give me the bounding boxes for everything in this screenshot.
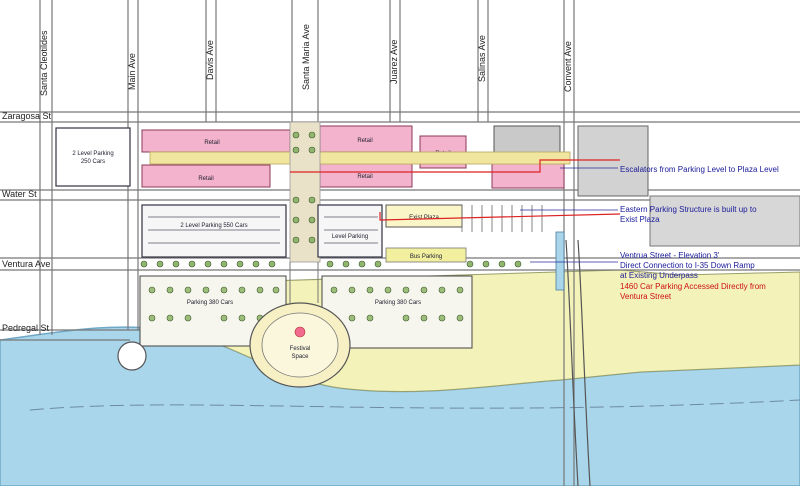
street-label-ventura-ave: Ventura Ave: [2, 259, 50, 269]
note-eastern-line1: Eastern Parking Structure is built up to: [620, 205, 757, 214]
street-label-convent-ave: Convent Ave: [563, 41, 573, 92]
plaza-walkway: [149, 151, 571, 165]
retail-label-3: Retail: [357, 138, 372, 144]
red-callout-lines: [290, 159, 621, 221]
existing-building-far-east: [649, 195, 800, 247]
street-label-juarez-ave: Juarez Ave: [389, 40, 399, 84]
note-escalators: Escalators from Parking Level to Plaza L…: [620, 165, 779, 174]
note-ventura-line1: Ventrua Street - Elevation 3': [620, 251, 720, 260]
exist-plaza-label: Exist Plaza: [409, 215, 439, 221]
parking-structure-550: [141, 204, 287, 258]
parking-2level-cars: 250 Cars: [81, 159, 105, 165]
street-label-water-st: Water St: [2, 189, 37, 199]
blue-leader-lines: [520, 167, 618, 263]
festival-approach: [289, 262, 319, 303]
festival-space-inner: [261, 312, 339, 378]
level-parking-label: Level Parking: [332, 234, 368, 240]
note-ventura-line3: at Existing Underpass: [620, 271, 698, 280]
river-centerline: [29, 399, 800, 411]
street-label-main-ave: Main Ave: [127, 53, 137, 90]
street-label-pedregal-st: Pedregal St: [2, 323, 50, 333]
parking-lot-right-label: Parking 380 Cars: [375, 300, 421, 306]
note-parking-line2: Ventura Street: [620, 292, 672, 301]
parking-structure-east: [317, 204, 383, 258]
bus-parking-label: Bus Parking: [410, 254, 442, 260]
parking-stalls-east: [324, 216, 378, 244]
street-label-davis-ave: Davis Ave: [205, 40, 215, 80]
roundabout: [117, 341, 147, 371]
street-trees: [140, 131, 522, 268]
street-label-salinas-ave: Salinas Ave: [477, 35, 487, 82]
retail-label-4: Retail: [357, 174, 372, 180]
bus-parking: [385, 247, 467, 263]
parking-stalls-550: [148, 216, 280, 244]
street-label-zaragosa-st: Zaragosa St: [2, 111, 52, 121]
parking-lot-left-label: Parking 380 Cars: [187, 300, 233, 306]
ramp-hatching: [461, 205, 543, 232]
level-parking-550-label: 2 Level Parking 550 Cars: [180, 223, 247, 229]
festival-space-label: Space: [291, 354, 309, 360]
note-eastern-line2: Exist Plaza: [620, 215, 660, 224]
street-label-santa-cleotildes: Santa Cleotildes: [39, 30, 49, 96]
parking-structure-left: [55, 127, 131, 187]
i35-ramp: [565, 239, 591, 486]
festival-space-center: [294, 326, 306, 338]
parking-lot-trees: [148, 286, 464, 322]
note-parking-line1: 1460 Car Parking Accessed Directly from: [620, 282, 766, 291]
retail-label-1: Retail: [204, 140, 219, 146]
parking-2level-label: 2 Level Parking: [72, 151, 113, 157]
existing-building-east: [577, 125, 649, 197]
festival-label: Festival: [290, 346, 311, 352]
street-label-santa-maria-ave: Santa Maria Ave: [301, 24, 311, 90]
water-channel: [555, 231, 565, 291]
note-ventura-line2: Direct Connection to I-35 Down Ramp: [620, 261, 755, 270]
retail-label-2: Retail: [198, 176, 213, 182]
